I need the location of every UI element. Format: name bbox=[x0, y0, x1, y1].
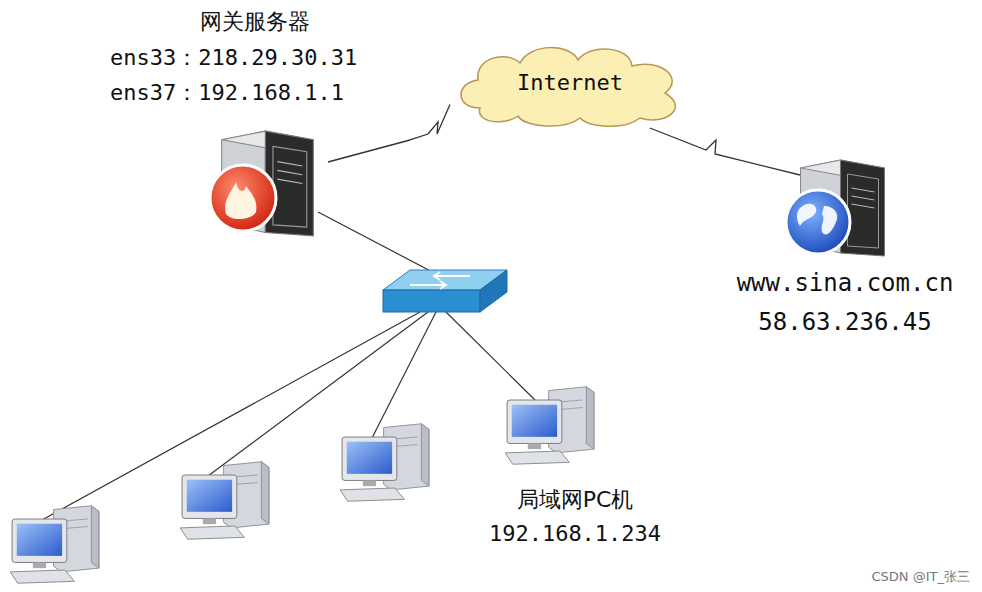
internet-cloud: Internet bbox=[450, 38, 690, 128]
lan-pc: 局域网PC机192.168.1.234 bbox=[455, 476, 695, 558]
node-title: 网关服务器 bbox=[106, 9, 404, 45]
interface-address: ens33：218.29.30.31 bbox=[106, 45, 404, 79]
network-link bbox=[650, 128, 800, 175]
pc-icon bbox=[505, 387, 594, 464]
pc-icon bbox=[180, 462, 269, 539]
firewall-emblem bbox=[210, 165, 276, 231]
pc-icon bbox=[10, 506, 99, 583]
lan-cable bbox=[42, 212, 535, 520]
network-link bbox=[410, 105, 450, 140]
node-title: 局域网PC机 bbox=[461, 487, 689, 521]
globe-emblem bbox=[786, 190, 850, 254]
pc-icon bbox=[340, 424, 429, 501]
cloud-label: Internet bbox=[456, 70, 684, 96]
ip-address: 192.168.1.234 bbox=[461, 521, 689, 547]
switch-icon bbox=[383, 270, 507, 312]
interface-address: ens37：192.168.1.1 bbox=[106, 80, 404, 106]
wan-link bbox=[328, 140, 410, 162]
watermark: CSDN @IT_张三 bbox=[872, 568, 970, 586]
host-name: www.sina.com.cn bbox=[726, 269, 964, 308]
web-server: www.sina.com.cn58.63.236.45 bbox=[720, 175, 970, 345]
ip-address: 58.63.236.45 bbox=[726, 308, 964, 341]
gateway-server: 网关服务器ens33：218.29.30.31ens37：192.168.1.1 bbox=[100, 5, 410, 240]
